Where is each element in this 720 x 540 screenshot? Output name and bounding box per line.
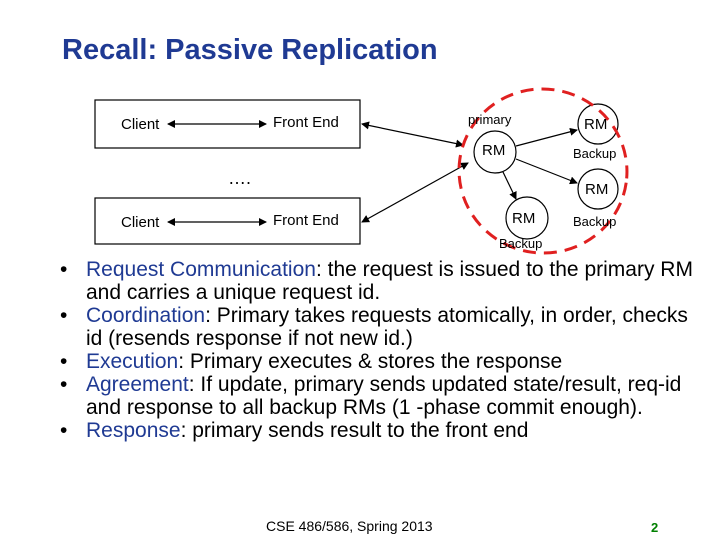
bullet-item: • Agreement: If update, primary sends upd… [58,373,698,419]
page-number: 2 [651,520,659,535]
bullet-term: Request Communication [86,258,316,281]
front-end-label-top: Front End [273,114,339,131]
bullet-text: : If update, primary sends updated state… [86,373,682,419]
bullet-text: : the request is issued to the primary R… [86,258,693,304]
front-end-label-bottom: Front End [273,212,339,229]
rm-bottom-label: RM [512,210,536,227]
bullet-text: : Primary executes & stores the response [178,350,563,373]
replication-diagram [94,87,629,255]
backup-bottom-right-label: Backup [573,214,617,229]
primary-label: primary [468,112,512,127]
rm-primary-node [473,130,517,174]
frontend-primary-arrow-top [361,121,464,148]
bullet-term: Response [86,419,181,442]
bullet-dot: • [60,304,68,327]
rm-backup-node-middle [577,168,619,210]
bullet-text: : primary sends result to the front end [180,419,529,442]
bullet-dot: • [60,350,68,373]
rm-top-right-label: RM [584,116,608,133]
backup-bottom-label: Backup [499,236,543,251]
rm-backup-node-top [577,103,619,145]
bullet-item: • Response: primary sends result to the f… [58,419,698,442]
bullet-dot: • [60,258,68,281]
slide-footer: CSE 486/586, Spring 2013 [266,518,433,534]
bullet-dot: • [60,373,68,396]
slide-title: Recall: Passive Replication [62,34,438,66]
bullet-item: • Request Communication: the request is i… [58,258,698,304]
ellipsis-label: …. [228,168,252,188]
bullet-item: • Execution: Primary executes & stores th… [58,350,698,373]
primary-backup-arrow-2 [515,158,578,185]
primary-backup-arrow-3 [502,171,517,200]
primary-backup-arrow-1 [515,127,578,147]
client-frontend-box-top [94,99,361,149]
replica-group-outline [457,87,629,255]
bullet-term: Coordination [86,304,206,327]
rm-middle-right-label: RM [585,181,609,198]
bullet-text: : Primary takes requests atomically, in … [86,304,688,350]
bullet-list: • Request Communication: the request is i… [58,258,698,442]
client-frontend-box-bottom [94,197,361,245]
rm-backup-node-bottom [505,196,549,240]
rm-primary-label: RM [482,142,506,159]
backup-top-right-label: Backup [573,146,617,161]
bullet-term: Execution [86,350,179,373]
client-label-bottom: Client [121,214,160,231]
bullet-item: • Coordination: Primary takes requests at… [58,304,698,350]
frontend-primary-arrow-bottom [361,162,469,223]
bullet-dot: • [60,419,68,442]
client-label-top: Client [121,116,160,133]
bullet-term: Agreement [86,373,189,396]
